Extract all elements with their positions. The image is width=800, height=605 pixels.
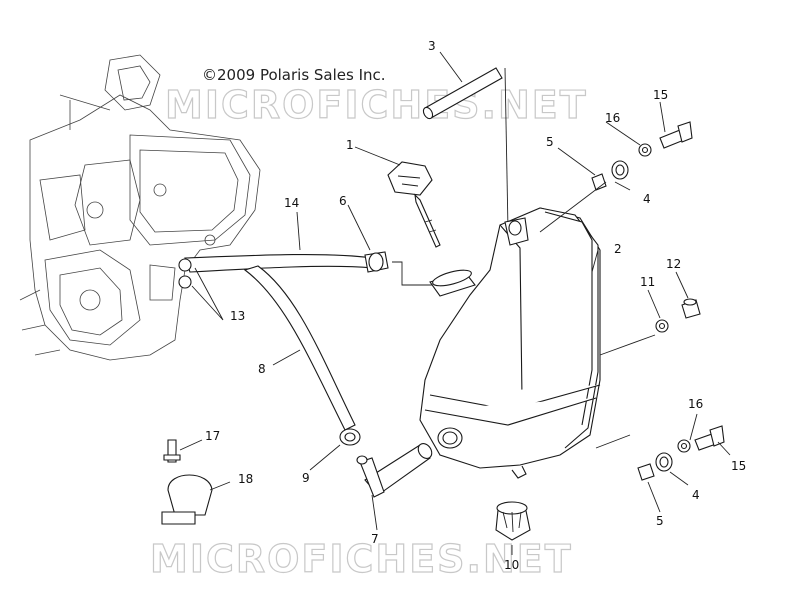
callout-3: 3 (428, 39, 436, 53)
lower-oil-hose (243, 265, 356, 431)
callout-numbers: 1 2 3 5 4 16 15 6 14 11 12 13 8 16 17 15… (205, 39, 746, 572)
callout-16-upper: 16 (605, 111, 620, 125)
upper-mount-hardware (539, 121, 693, 233)
callout-2: 2 (614, 242, 622, 256)
callout-4-lower: 4 (692, 488, 700, 502)
callout-8: 8 (258, 362, 266, 376)
hose-clamp-9 (339, 428, 361, 446)
callout-15-upper: 15 (653, 88, 668, 102)
leader-lines (179, 51, 731, 555)
lower-mount-hardware (595, 425, 725, 481)
drain-plug (495, 501, 531, 541)
upper-oil-hose (184, 251, 432, 286)
copyright-text: ©2009 Polaris Sales Inc. (202, 66, 386, 84)
watermark-bottom: MICROFICHES.NET (150, 537, 573, 581)
callout-5-lower: 5 (656, 514, 664, 528)
callout-13: 13 (230, 309, 245, 323)
callout-1: 1 (346, 138, 354, 152)
elbow-fitting (356, 443, 433, 498)
callout-14: 14 (284, 196, 299, 210)
callout-16-lower: 16 (688, 397, 703, 411)
dipstick-cap (387, 161, 441, 248)
callout-15-lower: 15 (731, 459, 746, 473)
callout-7: 7 (371, 532, 379, 546)
oil-tank (419, 207, 601, 479)
watermark-top: MICROFICHES.NET (165, 83, 588, 127)
callout-9: 9 (302, 471, 310, 485)
stud-17 (163, 439, 181, 463)
callout-6: 6 (339, 194, 347, 208)
vent-hose (422, 67, 509, 231)
callout-17: 17 (205, 429, 220, 443)
engine-block (19, 54, 261, 361)
strap-bracket (161, 474, 213, 525)
callout-5-upper: 5 (546, 135, 554, 149)
callout-12: 12 (666, 257, 681, 271)
side-hardware (655, 298, 701, 333)
hose-clamps (178, 258, 192, 289)
callout-10: 10 (504, 558, 519, 572)
callout-4-upper: 4 (643, 192, 651, 206)
callout-11: 11 (640, 275, 655, 289)
callout-18: 18 (238, 472, 253, 486)
